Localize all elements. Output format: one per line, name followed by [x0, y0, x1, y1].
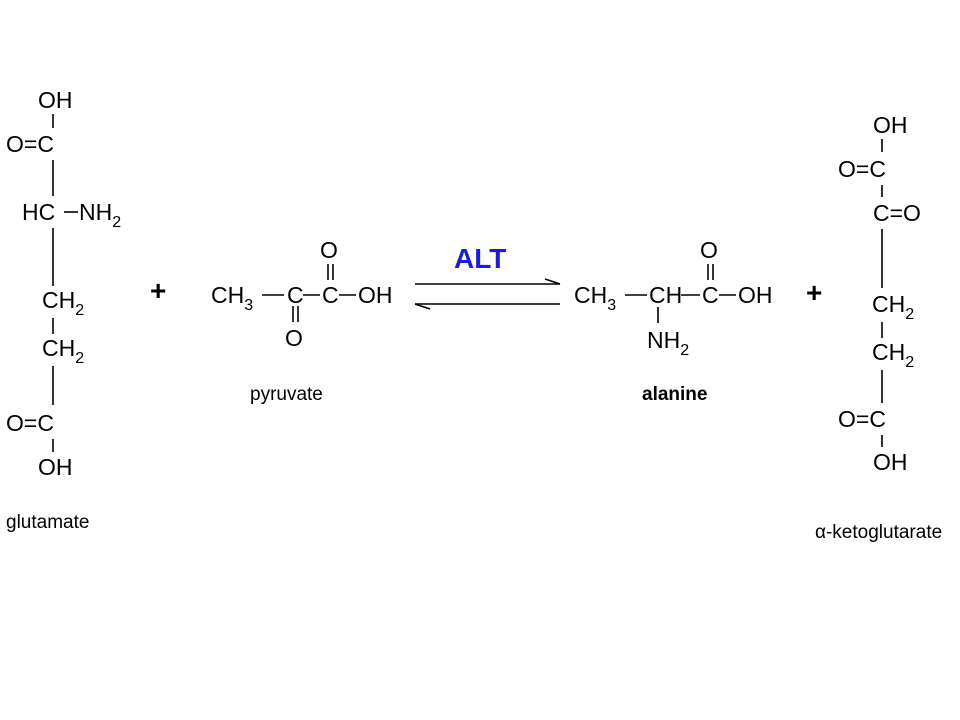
pyruvate-carbonyl-c: C — [287, 282, 304, 308]
glutamate-bottom-oh: OH — [38, 454, 73, 480]
equilibrium-arrows: ALT — [414, 243, 561, 310]
alanine-label: alanine — [642, 384, 707, 405]
pyruvate-hydroxyl: OH — [358, 282, 393, 308]
akg-top-oh: OH — [873, 112, 908, 138]
glutamate-carboxyl-top: O=C — [6, 131, 54, 157]
pyruvate-carbonyl-o: O — [285, 325, 303, 351]
plus-sign-left: + — [150, 275, 166, 306]
glutamate-label: glutamate — [6, 512, 89, 533]
glutamate-carboxyl-bottom: O=C — [6, 410, 54, 436]
alanine-carboxyl-o: O — [700, 237, 718, 263]
alpha-ketoglutarate-structure: OH O=C C=O CH2 CH2 O=C OH α-ketoglutarat… — [815, 112, 942, 543]
akg-bottom-oh: OH — [873, 449, 908, 475]
pyruvate-structure: CH3 C O C O OH pyruvate — [211, 237, 393, 405]
akg-ch2-1: CH2 — [872, 291, 914, 323]
pyruvate-carboxyl-c: C — [322, 282, 339, 308]
glutamate-amino-group: NH2 — [79, 199, 121, 231]
akg-carboxyl-top: O=C — [838, 156, 886, 182]
alanine-hydroxyl: OH — [738, 282, 773, 308]
alanine-carboxyl-c: C — [702, 282, 719, 308]
alanine-alpha-carbon: CH — [649, 282, 682, 308]
akg-ch2-2: CH2 — [872, 339, 914, 371]
pyruvate-carboxyl-o: O — [320, 237, 338, 263]
glutamate-ch2-2: CH2 — [42, 335, 84, 367]
pyruvate-methyl: CH3 — [211, 282, 253, 314]
glutamate-structure: OH O=C HC NH2 CH2 CH2 O=C OH glutamate — [6, 87, 121, 533]
glutamate-ch2-1: CH2 — [42, 287, 84, 319]
plus-sign-right: + — [806, 277, 822, 308]
enzyme-label: ALT — [454, 243, 506, 274]
akg-carboxyl-bottom: O=C — [838, 406, 886, 432]
glutamate-top-oh: OH — [38, 87, 73, 113]
forward-arrow-head — [544, 278, 561, 285]
akg-label: α-ketoglutarate — [815, 522, 942, 543]
glutamate-alpha-carbon: HC — [22, 199, 55, 225]
akg-keto: C=O — [873, 200, 921, 226]
alanine-methyl: CH3 — [574, 282, 616, 314]
alanine-structure: CH3 CH NH2 C O OH alanine — [574, 237, 773, 405]
alanine-amino-group: NH2 — [647, 327, 689, 359]
pyruvate-label: pyruvate — [250, 384, 323, 405]
reverse-arrow-head — [414, 303, 431, 310]
